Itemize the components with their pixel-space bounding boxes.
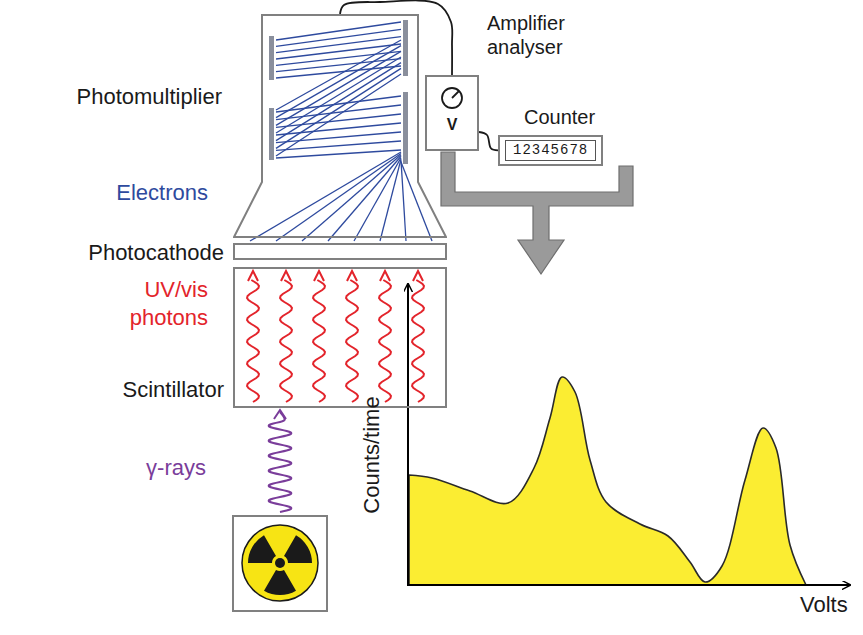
photon-wave — [346, 280, 358, 402]
electron-path — [250, 152, 401, 241]
part-label: Scintillator — [123, 377, 224, 403]
label-holder: Photomultiplier — [76, 84, 222, 110]
label-holder: Volts — [800, 592, 848, 618]
electron-path — [276, 63, 401, 141]
photon-wave — [412, 280, 424, 402]
photon-wave — [280, 280, 292, 402]
x-axis — [407, 584, 850, 586]
electron-path — [276, 132, 401, 143]
amplifier-box: Amplifier analyserV — [425, 75, 479, 151]
y-axis — [407, 284, 409, 586]
electron-path — [276, 57, 401, 133]
trefoil-blade — [248, 535, 276, 563]
photon-wave — [313, 280, 325, 402]
axis-title: Counts/time — [359, 396, 385, 513]
tube-outline — [234, 15, 446, 237]
electron-path — [380, 159, 401, 241]
radiation-symbol — [242, 525, 318, 601]
electron-path — [276, 74, 401, 156]
electron-path — [276, 59, 401, 72]
electron-path — [276, 153, 401, 241]
trefoil-centre — [275, 558, 285, 568]
meter-dial — [442, 88, 462, 108]
electron-path — [276, 68, 401, 148]
electron-path — [276, 66, 401, 78]
electron-path — [276, 29, 401, 46]
label-holder: Amplifier analyser — [487, 11, 597, 59]
electron-path — [276, 150, 401, 158]
part-label: Counter — [524, 105, 595, 129]
dynode — [403, 20, 408, 76]
label-holder: Counter — [524, 105, 595, 129]
scintillator-crystal: Scintillator — [233, 267, 447, 408]
photon-arrowhead — [314, 271, 324, 281]
dynode — [269, 108, 274, 160]
label-holder: Electrons — [116, 180, 208, 206]
radiation-label: γ-rays — [146, 455, 206, 481]
electron-path — [354, 158, 401, 241]
photon-arrowhead — [248, 271, 258, 281]
counter-digits: 12345678 — [513, 142, 588, 159]
photon-waves — [247, 271, 424, 402]
photon-arrowhead — [413, 271, 423, 281]
label-holder: Scintillator — [123, 377, 224, 403]
electron-path — [276, 51, 401, 65]
photon-wave — [379, 280, 391, 402]
particle-label: UV/vis photons — [108, 276, 208, 332]
meter-unit: V — [431, 115, 473, 134]
photon-arrowhead — [281, 271, 291, 281]
trefoil-blade — [284, 535, 312, 563]
photon-arrowhead — [347, 271, 357, 281]
counter-box: Counter12345678 — [498, 135, 603, 166]
electron-path — [328, 156, 401, 241]
label-holder: γ-rays — [146, 455, 206, 481]
electron-paths — [250, 22, 432, 241]
gamma-ray-wave — [269, 412, 291, 512]
signal-wire — [479, 132, 498, 150]
part-label: Amplifier analyser — [487, 11, 597, 59]
label-holder: Counts/time — [359, 396, 385, 513]
source-box — [233, 516, 327, 611]
trefoil-blade — [264, 570, 296, 595]
electron-path — [276, 141, 401, 150]
dynode — [269, 36, 274, 80]
part-label: Photocathode — [88, 240, 224, 266]
counter-display: 12345678 — [505, 140, 596, 161]
signal-wire — [340, 0, 452, 75]
photomultiplier-tube: Photomultiplier — [233, 14, 447, 238]
electron-path — [276, 44, 401, 59]
photocathode-band: Photocathode — [233, 243, 447, 260]
trefoil — [248, 535, 312, 595]
merge-arrow — [441, 152, 633, 274]
gamma-ray-arrowhead — [274, 410, 286, 419]
electron-path — [302, 155, 401, 241]
electron-path — [276, 37, 401, 53]
axis-title: Volts — [800, 592, 848, 618]
label-holder: Photocathode — [88, 240, 224, 266]
spectrum-curve — [409, 377, 806, 585]
particle-label: Electrons — [116, 180, 208, 206]
part-label: Photomultiplier — [76, 84, 222, 110]
photon-arrowhead — [380, 271, 390, 281]
electron-path — [276, 96, 401, 112]
label-holder: UV/vis photons — [108, 276, 208, 332]
dynode — [403, 92, 408, 164]
photon-wave — [247, 280, 259, 402]
tube-outline — [233, 14, 447, 238]
dynodes — [269, 20, 408, 164]
meter-needle — [452, 91, 459, 98]
